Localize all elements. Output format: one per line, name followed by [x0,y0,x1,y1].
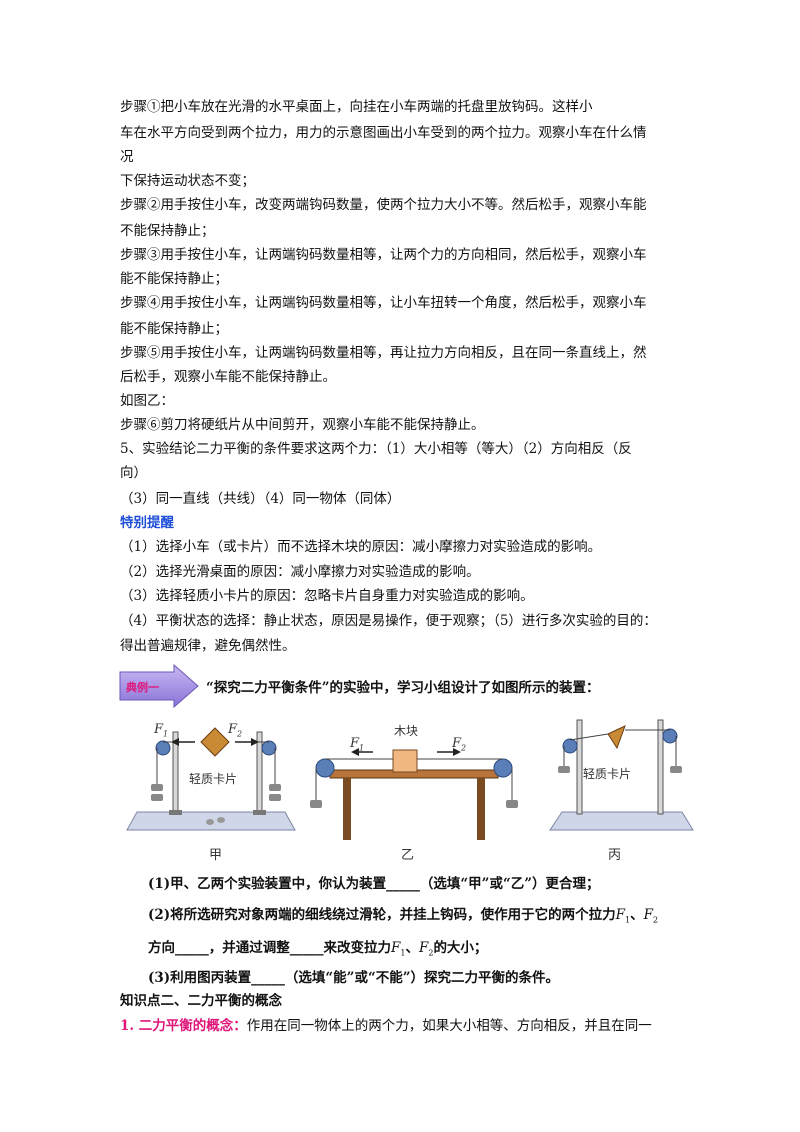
text-line: 能不能保持静止； [120,271,228,287]
text-line: 步骤⑤用手按住小车，让两端钩码数量相等，再让拉力方向相反，且在同一条直线上，然 [120,345,647,361]
setup-yi [310,748,518,840]
text-line: 向） [120,465,147,481]
example-tag-arrow-icon [119,664,199,708]
example-tag-label: 典例一 [126,681,159,694]
text-line: 能不能保持静止； [120,321,228,337]
force-f2-label: F2 [228,722,243,739]
text-line: 步骤⑥剪刀将硬纸片从中间剪开，观察小车能不能保持静止。 [120,417,485,433]
question-1: (1)甲、乙两个实验装置中，你认为装置_____（选填“甲”或“乙”）更合理； [148,876,600,892]
text-line: 况 [120,149,134,165]
tips-heading: 特别提醒 [120,515,174,531]
apparatus-figure [126,719,694,840]
text-line: 后松手，观察小车能不能保持静止。 [120,369,336,385]
figure-caption-bing: 丙 [608,848,622,863]
force-f2-label: F2 [452,736,467,753]
question-3: (3)利用图丙装置_____（选填“能”或“不能”）探究二力平衡的条件。 [148,970,559,986]
example-title: “探究二力平衡条件”的实验中，学习小组设计了如图所示的装置： [206,680,600,696]
setup-jia [126,727,296,831]
text-line: 下保持运动状态不变； [120,173,255,189]
label-light-card: 轻质卡片 [189,772,238,786]
text-line: 步骤①把小车放在光滑的水平桌面上，向挂在小车两端的托盘里放钩码。这样小 [120,99,593,115]
question-2-cont: 方向_____，并通过调整_____来改变拉力F1、F2的大小； [148,940,488,958]
tip-line: （1）选择小车（或卡片）而不选择木块的原因：减小摩擦力对实验造成的影响。 [120,539,602,555]
tip-line: （3）选择轻质小卡片的原因：忽略卡片自身重力对实验造成的影响。 [120,588,534,604]
text-line: （3）同一直线（共线）（4）同一物体（同体） [120,491,401,507]
figure-caption-yi: 乙 [401,848,415,863]
text-line: 步骤②用手按住小车，改变两端钩码数量，使两个拉力大小不等。然后松手，观察小车能 [120,197,647,213]
text-line: 步骤④用手按住小车，让两端钩码数量相等，让小车扭转一个角度，然后松手，观察小车 [120,295,647,311]
force-f1-label: F1 [154,722,169,739]
question-2: (2)将所选研究对象两端的细线绕过滑轮，并挂上钩码，使作用于它的两个拉力F1、F… [148,907,659,925]
definition-text: 作用在同一物体上的两个力，如果大小相等、方向相反，并且在同一 [246,1018,652,1034]
label-wood-block: 木块 [394,724,419,738]
tip-line: （2）选择光滑桌面的原因：减小摩擦力对实验造成的影响。 [120,564,480,580]
tip-line: 得出普遍规律，避免偶然性。 [120,638,296,654]
text-line: 如图乙： [120,393,174,409]
force-f1-label: F1 [350,736,365,753]
label-light-card: 轻质卡片 [583,767,632,781]
definition-line: 1. 二力平衡的概念：作用在同一物体上的两个力，如果大小相等、方向相反，并且在同… [120,1017,652,1035]
setup-bing [549,719,694,831]
figure-caption-jia: 甲 [209,848,223,863]
tip-line: （4）平衡状态的选择：静止状态，原因是易操作，便于观察；（5）进行多次实验的目的… [120,613,657,629]
section-heading: 知识点二、二力平衡的概念 [120,993,282,1009]
text-line: 车在水平方向受到两个拉力，用力的示意图画出小车受到的两个拉力。观察小车在什么情 [120,125,647,141]
text-line: 5、实验结论二力平衡的条件要求这两个力：（1）大小相等（等大）（2）方向相反（反 [120,441,632,457]
text-line: 步骤③用手按住小车，让两端钩码数量相等，让两个力的方向相同，然后松手，观察小车 [120,247,647,263]
definition-label: 1. 二力平衡的概念： [120,1018,247,1034]
text-line: 不能保持静止； [120,223,215,239]
